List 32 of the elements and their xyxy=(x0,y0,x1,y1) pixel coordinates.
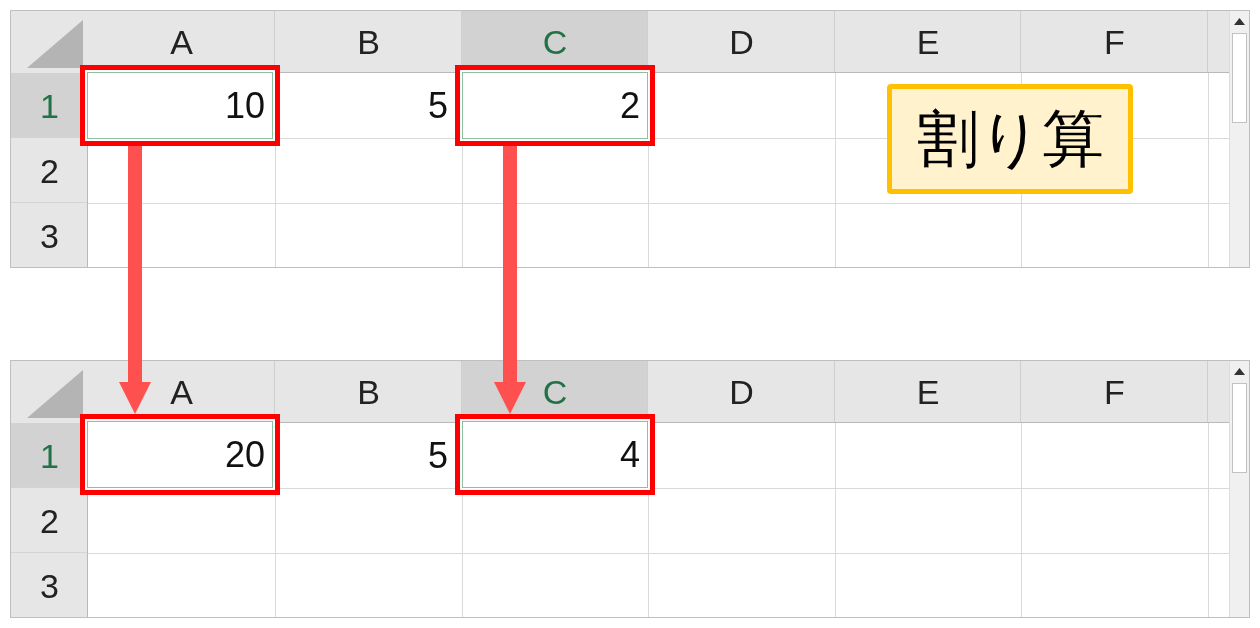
column-header: B xyxy=(357,372,380,412)
highlight-frame xyxy=(80,414,280,495)
callout-box xyxy=(887,84,1133,194)
arrow xyxy=(494,146,526,414)
row-header: 2 xyxy=(40,500,59,541)
column-header: A xyxy=(170,372,193,412)
row-header: 1 xyxy=(40,85,59,126)
column-header: A xyxy=(170,22,193,62)
row-header: 2 xyxy=(40,150,59,191)
column-header: D xyxy=(729,22,754,62)
column-header: F xyxy=(1104,22,1125,62)
column-header: C xyxy=(542,372,568,412)
number-value: 20 xyxy=(224,433,265,476)
column-header: E xyxy=(916,22,940,62)
highlight-frame xyxy=(455,414,655,495)
arrow xyxy=(119,146,151,414)
column-header: F xyxy=(1104,372,1125,412)
highlight-frame xyxy=(455,65,655,146)
number-value: 10 xyxy=(224,84,265,127)
number-value: 2 xyxy=(619,84,640,127)
column-header: D xyxy=(729,372,754,412)
column-header: E xyxy=(916,372,940,412)
column-header: B xyxy=(357,22,380,62)
row-header: 3 xyxy=(40,215,59,256)
number-value: 5 xyxy=(427,84,448,127)
row-header: 3 xyxy=(40,565,59,606)
row-header: 1 xyxy=(40,435,59,476)
column-header: C xyxy=(542,22,568,62)
number-value: 5 xyxy=(427,434,448,477)
operation-label: 割り算 xyxy=(916,101,1104,177)
highlight-frame xyxy=(80,65,280,146)
number-value: 4 xyxy=(619,433,640,476)
